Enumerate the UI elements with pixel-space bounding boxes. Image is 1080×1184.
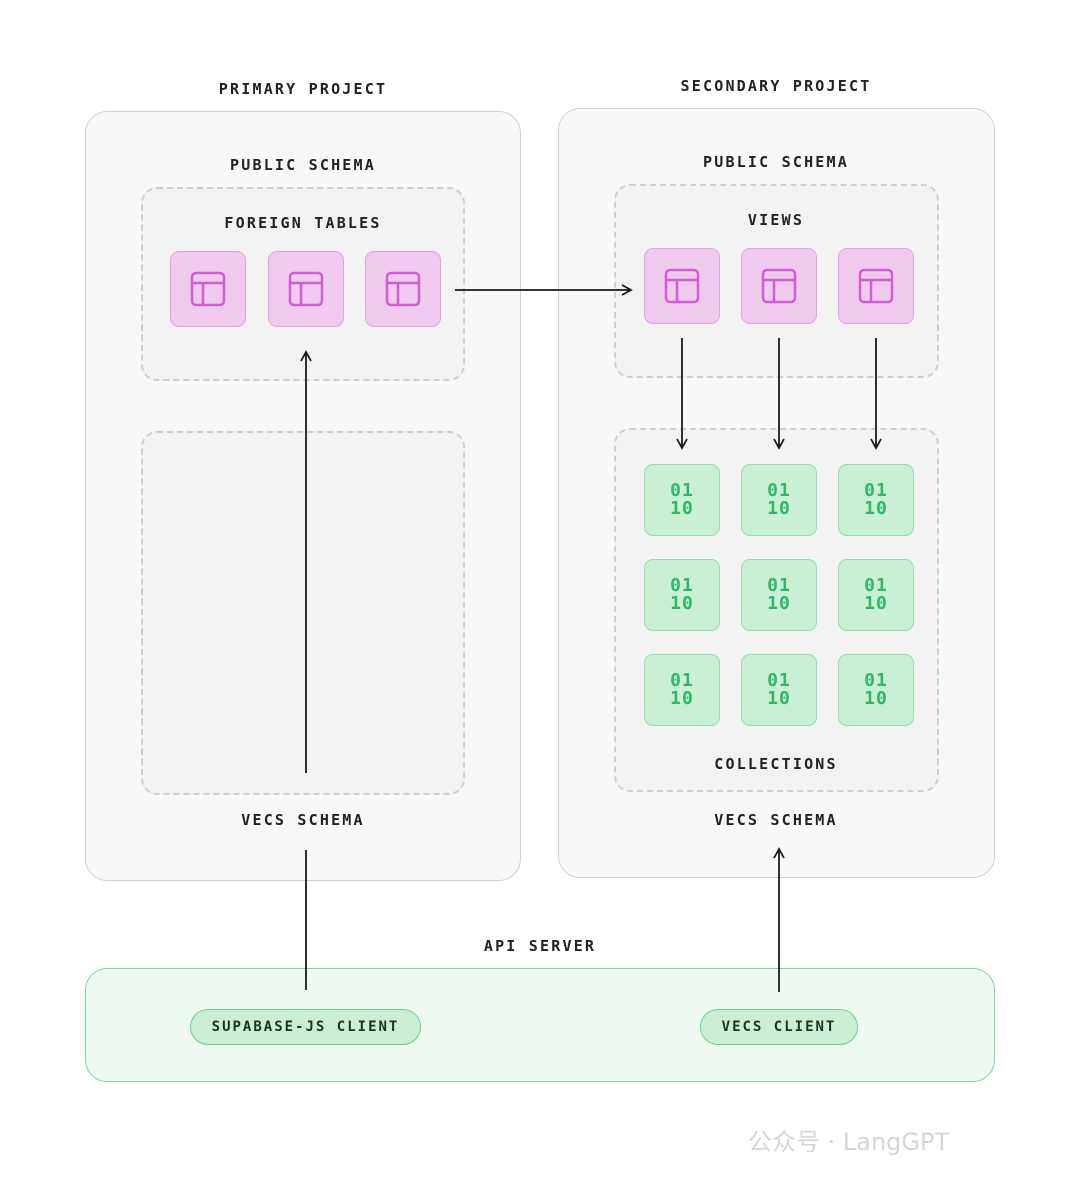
foreign-table-tile — [365, 251, 441, 327]
api-server-title: API SERVER — [483, 937, 597, 955]
table-icon — [190, 271, 226, 307]
secondary-vecs-schema-label: VECS SCHEMA — [714, 811, 838, 829]
views-label: VIEWS — [747, 211, 805, 229]
table-icon — [664, 268, 700, 304]
supabase-js-client-button[interactable]: SUPABASE-JS CLIENT — [190, 1009, 421, 1045]
table-icon — [858, 268, 894, 304]
collections-label: COLLECTIONS — [714, 755, 838, 773]
primary-vecs-schema-label: VECS SCHEMA — [241, 811, 365, 829]
table-icon — [385, 271, 421, 307]
foreign-table-tile — [170, 251, 246, 327]
view-tile — [741, 248, 817, 324]
primary-vecs-schema-group — [141, 431, 465, 795]
watermark-text: 公众号 · LangGPT — [748, 1128, 950, 1156]
foreign-table-tile — [268, 251, 344, 327]
view-tile — [838, 248, 914, 324]
secondary-public-schema-label: PUBLIC SCHEMA — [703, 153, 849, 171]
table-icon — [288, 271, 324, 307]
vecs-client-button[interactable]: VECS CLIENT — [700, 1009, 858, 1045]
primary-public-schema-label: PUBLIC SCHEMA — [230, 156, 376, 174]
primary-project-title: PRIMARY PROJECT — [218, 80, 388, 98]
view-tile — [644, 248, 720, 324]
secondary-project-title: SECONDARY PROJECT — [680, 77, 872, 95]
table-icon — [761, 268, 797, 304]
foreign-tables-label: FOREIGN TABLES — [224, 214, 382, 232]
